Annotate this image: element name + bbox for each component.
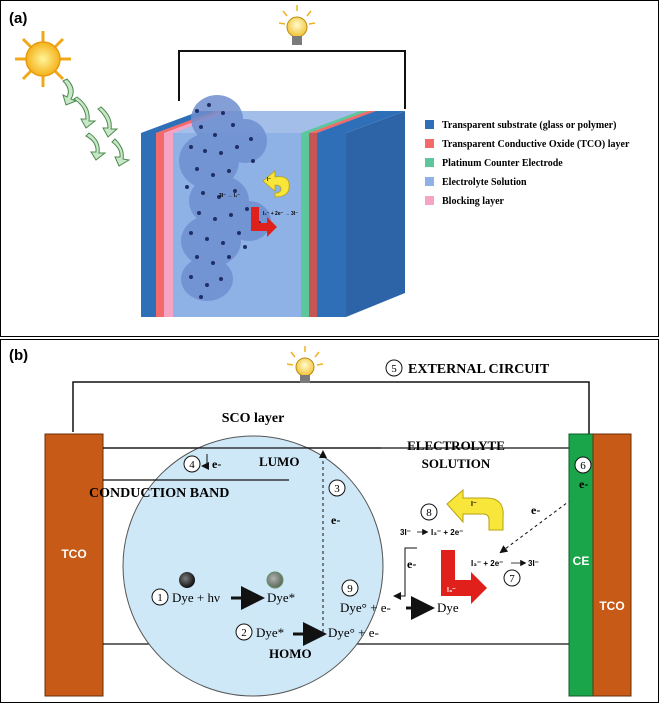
svg-text:6: 6 bbox=[580, 460, 586, 472]
panel-a-label: (a) bbox=[9, 10, 27, 27]
light-bulb-icon-b bbox=[286, 346, 324, 383]
svg-text:3: 3 bbox=[334, 483, 340, 495]
e-label-6: e- bbox=[579, 477, 588, 491]
step-8-lhs: 3I⁻ bbox=[400, 528, 411, 537]
dye-ground-icon bbox=[179, 572, 195, 588]
legend-swatch bbox=[425, 177, 434, 186]
red-arrow-icon-b bbox=[441, 550, 487, 604]
arrow-i-label: I⁻ bbox=[267, 177, 271, 183]
legend-swatch bbox=[425, 120, 434, 129]
particle-cloud bbox=[179, 95, 271, 301]
legend-label: Blocking layer bbox=[442, 196, 505, 207]
counter-electrode bbox=[568, 433, 594, 697]
step-5-marker: 5 bbox=[385, 359, 403, 377]
sco-layer-circle bbox=[122, 435, 384, 697]
red-arrow-icon bbox=[251, 207, 277, 237]
sun-icon bbox=[15, 31, 71, 87]
e-label-3: e- bbox=[331, 513, 340, 527]
step-1-marker: 1 bbox=[151, 588, 169, 606]
light-arrows-icon bbox=[62, 78, 131, 167]
e-label-ce: e- bbox=[531, 503, 540, 517]
conduction-band-label: CONDUCTION BAND bbox=[89, 486, 229, 501]
step-2-marker: 2 bbox=[235, 623, 253, 641]
panel-b-label: (b) bbox=[9, 347, 28, 364]
eq-7-lhs: I₃⁻ + 2e⁻ bbox=[471, 559, 503, 568]
panel-a: (a) bbox=[0, 0, 659, 337]
legend-swatch bbox=[425, 139, 434, 148]
panel-b-canvas: (b) 5 EXTERNAL CIRCUIT TCO SCO layer bbox=[9, 346, 632, 697]
sco-layer-label: SCO layer bbox=[222, 411, 285, 426]
step-1-rhs: Dye* bbox=[267, 590, 295, 605]
legend: Transparent substrate (glass or polymer)… bbox=[425, 120, 630, 207]
e-label-9: e- bbox=[407, 557, 416, 571]
legend-label: Electrolyte Solution bbox=[442, 177, 527, 188]
solar-cell-3d: I⁻ 3I⁻ → I₃⁻ I₃⁻ + 2e⁻ → 3I⁻ bbox=[141, 95, 405, 317]
tco-right bbox=[592, 433, 632, 697]
step-2-lhs: Dye* bbox=[256, 625, 284, 640]
svg-text:8: 8 bbox=[426, 507, 432, 519]
svg-text:2: 2 bbox=[241, 627, 247, 639]
ce-label: CE bbox=[573, 554, 590, 568]
step-1-lhs: Dye + hν bbox=[172, 590, 220, 605]
svg-text:9: 9 bbox=[347, 583, 353, 595]
tco-right-label: TCO bbox=[599, 599, 624, 613]
legend-label: Transparent Conductive Oxide (TCO) layer bbox=[442, 139, 630, 150]
yellow-arrow-icon bbox=[262, 170, 290, 198]
step-4-marker: 4 bbox=[183, 455, 201, 473]
inner-eq-2: I₃⁻ + 2e⁻ → 3I⁻ bbox=[263, 211, 298, 217]
step-9-rhs: Dye bbox=[437, 600, 459, 615]
electrolyte-label-2: SOLUTION bbox=[422, 456, 491, 471]
electrolyte-label-1: ELECTROLYTE bbox=[407, 438, 505, 453]
step-9-marker: 9 bbox=[341, 579, 359, 597]
tco-left bbox=[44, 433, 104, 697]
step-8-rhs: I₃⁻ + 2e⁻ bbox=[431, 528, 463, 537]
panel-b: (b) 5 EXTERNAL CIRCUIT TCO SCO layer bbox=[0, 339, 659, 703]
tco-left-label: TCO bbox=[61, 547, 86, 561]
step-6-marker: 6 bbox=[574, 456, 592, 474]
svg-text:5: 5 bbox=[391, 363, 397, 375]
e-label-4: e- bbox=[212, 457, 221, 471]
legend-swatch bbox=[425, 196, 434, 205]
svg-text:1: 1 bbox=[157, 592, 163, 604]
homo-label: HOMO bbox=[269, 646, 312, 661]
external-circuit-label: EXTERNAL CIRCUIT bbox=[408, 362, 550, 377]
dye-excited-icon bbox=[266, 571, 284, 589]
svg-text:4: 4 bbox=[189, 459, 195, 471]
step-2-rhs: Dye° + e- bbox=[328, 625, 379, 640]
step-8-marker: 8 bbox=[420, 503, 438, 521]
legend-label: Transparent substrate (glass or polymer) bbox=[442, 120, 616, 131]
step-7-marker: 7 bbox=[503, 569, 521, 587]
light-bulb-icon bbox=[278, 5, 316, 45]
lumo-label: LUMO bbox=[259, 454, 299, 469]
external-wire bbox=[178, 50, 406, 109]
step-3-marker: 3 bbox=[328, 479, 346, 497]
legend-label: Platinum Counter Electrode bbox=[442, 158, 563, 169]
svg-text:7: 7 bbox=[509, 573, 515, 585]
panel-a-canvas: (a) bbox=[9, 5, 630, 317]
dye-dots bbox=[185, 103, 261, 299]
step-9-lhs: Dye° + e- bbox=[340, 600, 391, 615]
yellow-arrow-label: I⁻ bbox=[471, 501, 477, 508]
external-circuit-wire bbox=[72, 381, 590, 434]
yellow-arrow-icon-b bbox=[446, 488, 504, 531]
inner-eq-1: 3I⁻ → I₃⁻ bbox=[219, 193, 240, 199]
eq-7-rhs: 3I⁻ bbox=[528, 559, 539, 568]
legend-swatch bbox=[425, 158, 434, 167]
red-arrow-label: I₃⁻ bbox=[447, 587, 456, 594]
